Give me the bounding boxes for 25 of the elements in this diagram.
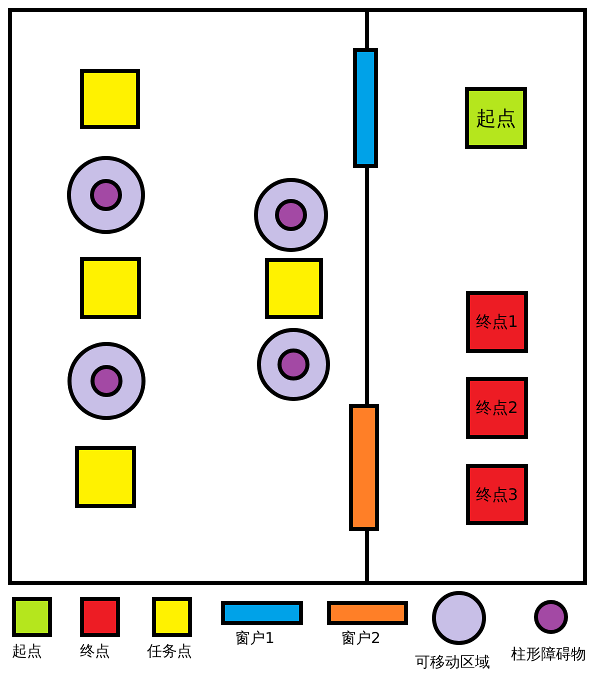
legend-label: 终点 (80, 642, 110, 660)
task-point-box (75, 446, 136, 508)
legend-label: 窗户1 (235, 629, 275, 647)
obstacle-circle-icon (257, 327, 330, 402)
obstacle-circle-icon (67, 342, 146, 420)
task-point-box (80, 69, 140, 129)
start-point-box (465, 87, 527, 149)
window-bar (349, 404, 379, 531)
end-point-box (466, 377, 528, 439)
box-label: 终点1 (476, 313, 518, 331)
legend-label: 任务点 (147, 642, 192, 660)
obstacle-circle-icon (254, 177, 328, 253)
legend-label: 可移动区域 (415, 653, 490, 671)
legend-label: 窗户2 (341, 629, 381, 647)
obstacle-circle-icon (67, 156, 145, 234)
legend-label: 柱形障碍物 (511, 645, 586, 663)
task-point-box (265, 258, 323, 319)
legend-label: 起点 (12, 642, 42, 660)
window-bar (353, 48, 378, 168)
end-point-box (466, 464, 528, 525)
box-label: 起点 (476, 107, 516, 129)
end-point-box (466, 291, 528, 353)
box-label: 终点3 (476, 486, 518, 504)
box-label: 终点2 (476, 399, 518, 417)
task-point-box (80, 257, 141, 319)
